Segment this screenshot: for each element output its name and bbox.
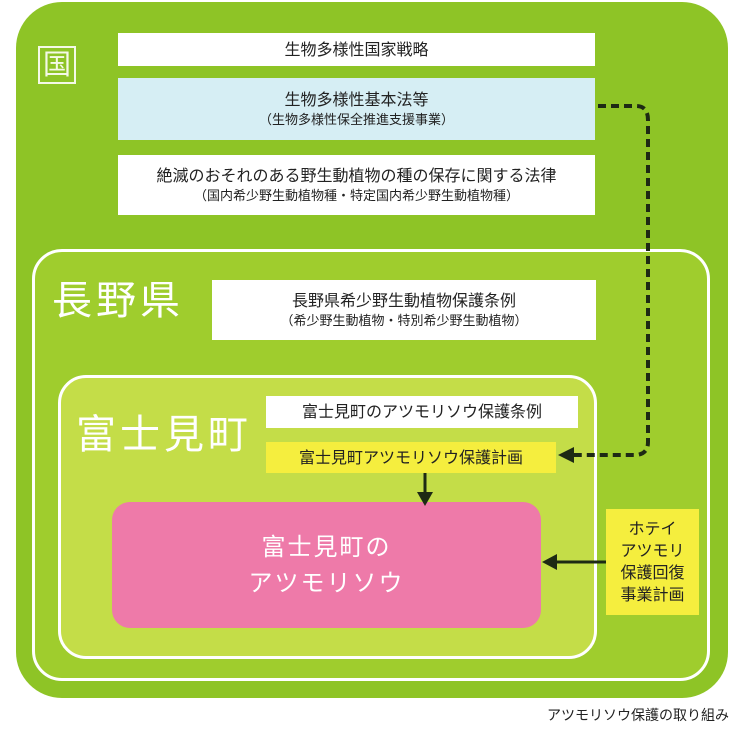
town-ordinance-title: 富士見町のアツモリソウ保護条例 [301, 402, 542, 421]
hotei-line-1: ホテイ [628, 519, 677, 538]
figure-caption: アツモリソウ保護の取り組み [547, 708, 729, 724]
atsumoriso-target-box: 富士見町の アツモリソウ [112, 502, 541, 628]
town-ordinance-box: 富士見町のアツモリソウ保護条例 [266, 396, 578, 428]
hotei-line-4: 事業計画 [620, 585, 685, 604]
basic-law-subtitle: （生物多様性保全推進支援事業） [258, 112, 454, 128]
town-protection-plan-box: 富士見町アツモリソウ保護計画 [266, 442, 556, 473]
prefecture-ordinance-box: 長野県希少野生動植物保護条例 （希少野生動植物・特別希少野生動植物） [212, 280, 596, 340]
hotei-line-3: 保護回復 [620, 563, 685, 582]
hotei-line-2: アツモリ [620, 541, 685, 560]
target-line-2: アツモリソウ [248, 569, 405, 597]
prefecture-label: 長野県 [52, 278, 184, 324]
basic-law-title: 生物多様性基本法等 [284, 89, 429, 109]
target-line-1: 富士見町の [261, 533, 392, 561]
prefecture-ordinance-subtitle: （希少野生動植物・特別希少野生動植物） [280, 313, 528, 329]
species-law-title: 絶滅のおそれのある野生動植物の種の保存に関する法律 [156, 165, 557, 185]
species-law-subtitle: （国内希少野生動植物種・特定国内希少野生動植物種） [193, 188, 519, 204]
town-plan-title: 富士見町アツモリソウ保護計画 [298, 447, 523, 467]
species-conservation-law-box: 絶滅のおそれのある野生動植物の種の保存に関する法律 （国内希少野生動植物種・特定… [118, 155, 595, 215]
prefecture-ordinance-title: 長野県希少野生動植物保護条例 [291, 290, 516, 310]
biodiversity-basic-law-box: 生物多様性基本法等 （生物多様性保全推進支援事業） [118, 78, 595, 140]
national-strategy-title: 生物多様性国家戦略 [284, 39, 429, 59]
town-label: 富士見町 [76, 412, 252, 458]
national-strategy-box: 生物多様性国家戦略 [118, 33, 595, 66]
hotei-recovery-plan-box: ホテイ アツモリ 保護回復 事業計画 [606, 509, 699, 615]
nation-label: 国 [38, 46, 76, 84]
